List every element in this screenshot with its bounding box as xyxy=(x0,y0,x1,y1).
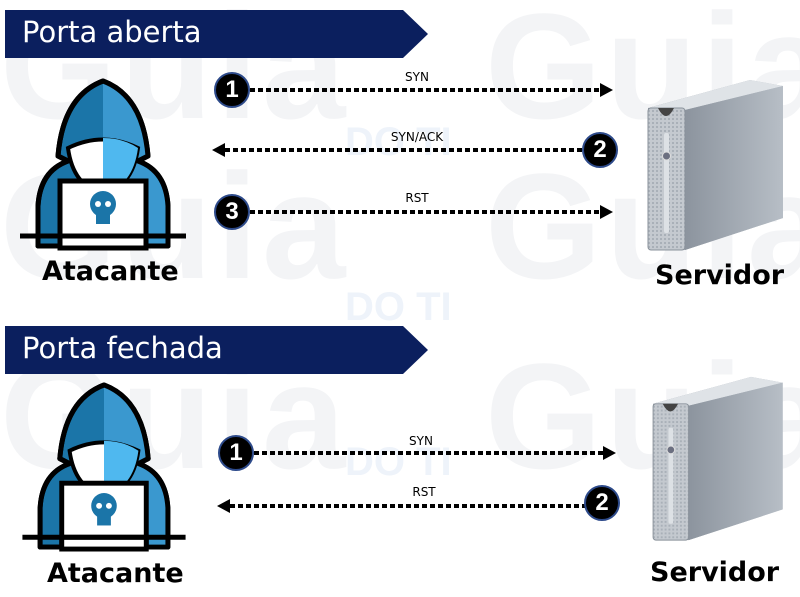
arrow-right-icon xyxy=(603,446,616,460)
arrow-label: SYN/ACK xyxy=(390,130,444,144)
attacker-label: Atacante xyxy=(47,558,184,589)
arrow-label: RST xyxy=(405,191,429,205)
arrow-label: SYN xyxy=(409,434,433,448)
attacker-hacker-icon xyxy=(20,380,188,552)
step-number-badge: 2 xyxy=(584,485,620,521)
arrow-left-icon xyxy=(217,499,230,513)
arrow-label: RST xyxy=(412,485,436,499)
section-banner-closed-port: Porta fechada xyxy=(5,326,428,374)
step-number-badge: 2 xyxy=(582,132,618,168)
attacker-label: Atacante xyxy=(42,256,179,287)
section-banner-open-port: Porta aberta xyxy=(5,10,428,58)
attacker-hacker-icon xyxy=(18,76,188,251)
arrow-line-rst xyxy=(250,210,600,214)
watermark-doti: DO TI xyxy=(345,120,452,164)
server-icon xyxy=(645,375,785,543)
step-number-badge: 3 xyxy=(214,194,250,230)
server-icon xyxy=(640,78,785,253)
arrow-right-icon xyxy=(600,205,613,219)
arrow-line-synack xyxy=(225,148,583,152)
arrow-left-icon xyxy=(212,143,225,157)
step-number-badge: 1 xyxy=(214,72,250,108)
step-number-badge: 1 xyxy=(218,435,254,471)
watermark-doti: DO TI xyxy=(345,285,452,329)
arrow-line-rst xyxy=(230,504,585,508)
arrow-label: SYN xyxy=(405,70,429,84)
arrow-line-syn xyxy=(254,451,604,455)
arrow-line-syn xyxy=(250,88,600,92)
arrow-right-icon xyxy=(600,83,613,97)
server-label: Servidor xyxy=(655,260,785,291)
section-title: Porta aberta xyxy=(22,15,202,49)
server-label: Servidor xyxy=(650,557,780,588)
section-title: Porta fechada xyxy=(22,331,223,365)
watermark-doti: DO TI xyxy=(345,440,452,484)
